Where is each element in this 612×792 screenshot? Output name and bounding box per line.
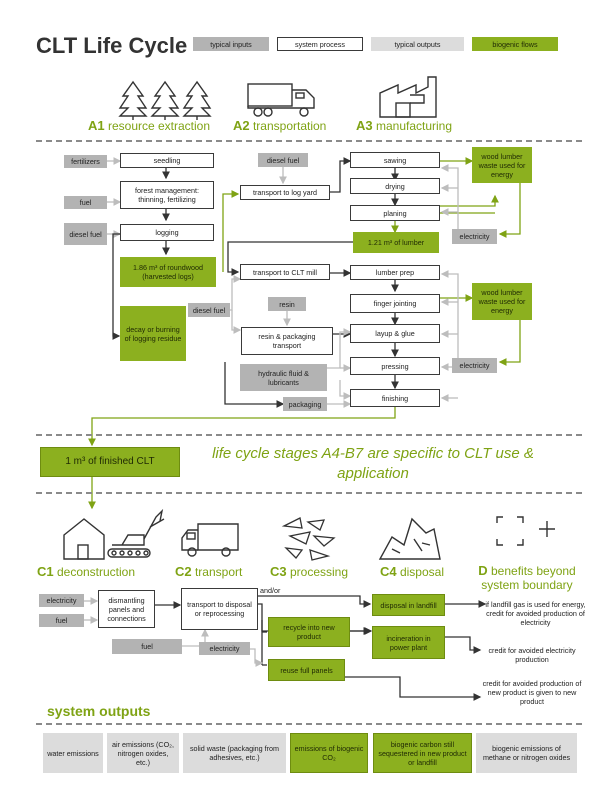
d-note-landfill-gas: if landfill gas is used for energy, cred… (485, 600, 586, 627)
stage-d-code: D (478, 563, 488, 578)
divider-c (36, 492, 582, 494)
legend-biogenic-flows: biogenic flows (472, 37, 558, 51)
process-seedling: seedling (120, 153, 214, 168)
input-diesel-fuel-log-yard: diesel fuel (258, 153, 308, 167)
input-diesel-fuel-logging: diesel fuel (64, 223, 107, 245)
input-fuel-c2: fuel (112, 639, 182, 654)
factory-icon (379, 76, 437, 118)
input-packaging: packaging (283, 397, 327, 411)
stage-c4-code: C4 (380, 564, 397, 579)
process-lumber-prep: lumber prep (350, 265, 440, 280)
bio-recycle-new-product: recycle into new product (268, 617, 350, 647)
output-water-emissions: water emissions (43, 733, 103, 773)
bio-roundwood: 1.86 m³ of roundwood (harvested logs) (120, 257, 216, 287)
stage-c3-code: C3 (270, 564, 287, 579)
stage-d-label: benefits beyond system boundary (481, 564, 576, 592)
processing-shredded-icon (281, 517, 336, 561)
process-finger-jointing: finger jointing (350, 294, 440, 313)
process-drying: drying (350, 178, 440, 194)
log-truck-icon (247, 83, 315, 117)
stage-c4: C4 disposal (380, 564, 444, 579)
process-logging: logging (120, 224, 214, 241)
stage-a1-code: A1 (88, 118, 105, 133)
input-diesel-fuel-mill: diesel fuel (188, 303, 230, 317)
input-fertilizers: fertilizers (64, 155, 107, 168)
lifecycle-note: life cycle stages A4-B7 are specific to … (212, 445, 534, 482)
bio-finished-clt: 1 m³ of finished CLT (40, 447, 180, 477)
d-note-avoided-new-product: credit for avoided production of new pro… (482, 679, 582, 706)
input-fuel-c1: fuel (39, 614, 84, 627)
output-air-emissions: air emissions (CO₂, nitrogen oxides, etc… (107, 733, 179, 773)
process-forest-management: forest management: thinning, fertilizing (120, 181, 214, 209)
input-hydraulic-fluid: hydraulic fluid & lubricants (240, 364, 327, 391)
transport-truck-icon (181, 523, 239, 557)
bio-reuse-full-panels: reuse full panels (268, 659, 345, 681)
process-finishing: finishing (350, 389, 440, 407)
process-layup-glue: layup & glue (350, 324, 440, 343)
input-electricity-c1: electricity (39, 594, 84, 607)
stage-c1-label: deconstruction (56, 565, 136, 579)
deconstruction-excavator-icon (63, 508, 165, 560)
stage-a3-label: manufacturing (375, 119, 453, 133)
bio-wood-waste-energy-2: wood lumber waste used for energy (472, 283, 532, 320)
input-electricity-c3: electricity (199, 642, 250, 655)
stage-c3: C3 processing (270, 564, 348, 579)
input-electricity-a3-bottom: electricity (452, 358, 497, 373)
legend-typical-outputs: typical outputs (371, 37, 464, 51)
input-fuel: fuel (64, 196, 107, 209)
forest-trees-icon (118, 80, 212, 120)
process-pressing: pressing (350, 357, 440, 375)
bio-lumber: 1.21 m³ of lumber (353, 232, 439, 253)
bio-decay-residue: decay or burning of logging residue (120, 306, 186, 361)
process-resin-packaging-transport: resin & packaging transport (241, 327, 333, 355)
legend-system-process: system process (277, 37, 363, 51)
stage-c2-code: C2 (175, 564, 192, 579)
stage-c1: C1 deconstruction (37, 564, 135, 579)
process-planing: planing (350, 205, 440, 221)
process-dismantling: dismantling panels and connections (98, 590, 155, 628)
stage-a1-label: resource extraction (107, 119, 211, 133)
divider-a (36, 140, 582, 142)
stage-a3-code: A3 (356, 118, 373, 133)
stage-a2: A2 transportation (233, 118, 326, 133)
process-transport-disposal: transport to disposal or reprocessing (181, 588, 258, 630)
output-biogenic-methane: biogenic emissions of methane or nitroge… (476, 733, 577, 773)
stage-a2-code: A2 (233, 118, 250, 133)
stage-c2-label: transport (194, 565, 243, 579)
stage-a3: A3 manufacturing (356, 118, 452, 133)
benefits-bracket-plus-icon (496, 516, 555, 546)
stage-c4-label: disposal (399, 565, 444, 579)
page-title: CLT Life Cycle (36, 33, 188, 58)
process-transport-log-yard: transport to log yard (240, 185, 330, 200)
input-electricity-a3-top: electricity (452, 229, 497, 244)
stage-a2-label: transportation (252, 119, 327, 133)
d-note-avoided-electricity: credit for avoided electricity productio… (488, 646, 576, 664)
legend-typical-inputs: typical inputs (193, 37, 269, 51)
bio-incineration: incineration in power plant (372, 626, 445, 659)
stage-c1-code: C1 (37, 564, 54, 579)
divider-d (36, 723, 582, 725)
divider-b (36, 434, 582, 436)
output-biogenic-carbon-sequestered: biogenic carbon still sequestered in new… (373, 733, 472, 773)
bio-disposal-landfill: disposal in landfill (372, 594, 445, 616)
and-or-label: and/or (260, 586, 281, 595)
input-resin: resin (268, 297, 306, 311)
process-transport-clt-mill: transport to CLT mill (240, 264, 330, 280)
stage-c2: C2 transport (175, 564, 242, 579)
stage-a1: A1 resource extraction (88, 118, 210, 133)
output-biogenic-co2: emissions of biogenic CO₂ (290, 733, 368, 773)
system-outputs-title: system outputs (47, 703, 151, 719)
stage-d: D benefits beyond system boundary (472, 563, 582, 593)
disposal-debris-icon (378, 517, 441, 560)
stage-c3-label: processing (289, 565, 348, 579)
process-sawing: sawing (350, 152, 440, 168)
bio-wood-waste-energy-1: wood lumber waste used for energy (472, 147, 532, 183)
output-solid-waste: solid waste (packaging from adhesives, e… (183, 733, 286, 773)
